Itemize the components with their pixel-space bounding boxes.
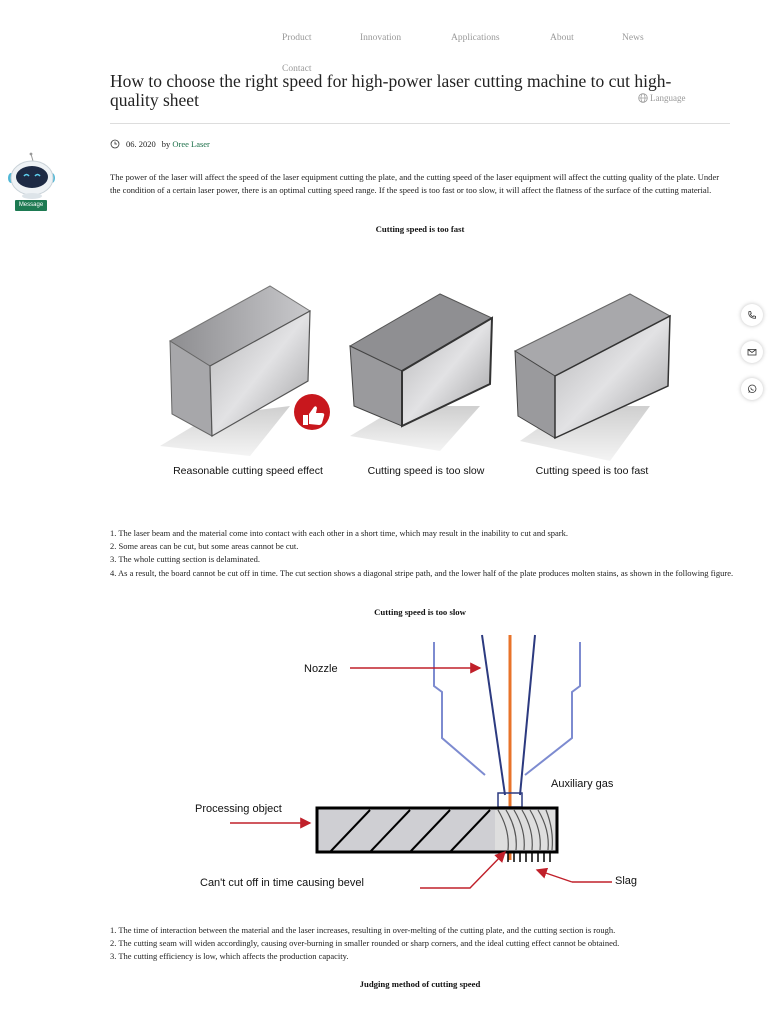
block-too-slow [348,293,494,451]
section-heading-slow: Cutting speed is too slow [374,607,466,617]
list-item: 3. The cutting efficiency is low, which … [110,951,349,962]
label-processing-object: Processing object [195,803,282,815]
nav-item-about[interactable]: About [550,33,574,43]
language-label: Language [650,93,686,103]
article-meta: 06. 2020 by Oree Laser [110,139,210,149]
thumbs-up-icon [294,394,330,430]
whatsapp-button[interactable] [741,378,763,400]
block-reasonable [160,285,311,456]
top-navigation: Product Innovation Applications About Ne… [0,0,768,80]
label-auxiliary-gas: Auxiliary gas [551,778,614,790]
article-date: 06. 2020 [126,139,156,149]
list-item: 1. The laser beam and the material come … [110,528,568,538]
globe-icon [638,93,648,103]
cutting-effect-figure: Reasonable cutting speed effect Cutting … [160,285,672,477]
block-too-fast [513,293,672,461]
too-slow-effects-list: 1. The time of interaction between the m… [110,924,734,964]
nav-item-innovation[interactable]: Innovation [360,33,402,43]
whatsapp-icon [747,384,757,394]
label-nozzle: Nozzle [304,663,338,675]
list-item: 2. Some areas can be cut, but some areas… [110,541,299,552]
clock-icon [110,139,120,149]
list-item: 1. The time of interaction between the m… [110,925,616,935]
phone-icon [748,311,756,319]
page-title: How to choose the right speed for high-p… [110,71,672,110]
figure1-label-slow: Cutting speed is too slow [368,465,485,477]
message-chat-widget[interactable]: Message [7,152,57,214]
label-slag: Slag [615,875,637,887]
list-item: 4. As a result, the board cannot be cut … [110,567,734,578]
section-heading-fast: Cutting speed is too fast [375,224,465,234]
list-item: 3. The whole cutting section is delamina… [110,554,260,565]
figure1-label-reasonable: Reasonable cutting speed effect [173,465,323,477]
author-link[interactable]: Oree Laser [172,139,210,149]
article-by: by [161,139,171,149]
mail-icon [747,349,757,356]
figure1-label-fast: Cutting speed is too fast [536,465,649,477]
nav-item-news[interactable]: News [622,33,644,43]
phone-button[interactable] [741,304,763,326]
robot-icon [8,152,55,199]
nav-item-product[interactable]: Product [282,33,312,43]
label-bevel: Can't cut off in time causing bevel [200,877,364,889]
nav-item-contact[interactable]: Contact [282,64,312,74]
title-divider [110,123,730,124]
message-label: Message [15,200,47,211]
nozzle-diagram: Nozzle Auxiliary gas Processing object C… [195,634,637,889]
intro-paragraph: The power of the laser will affect the s… [110,172,720,196]
language-selector[interactable]: Language [638,93,685,103]
too-fast-effects-list: 1. The laser beam and the material come … [110,527,734,580]
mail-button[interactable] [741,341,763,363]
nav-item-applications[interactable]: Applications [451,33,500,43]
section-heading-judging: Judging method of cutting speed [359,979,481,989]
list-item: 2. The cutting seam will widen according… [110,938,620,949]
